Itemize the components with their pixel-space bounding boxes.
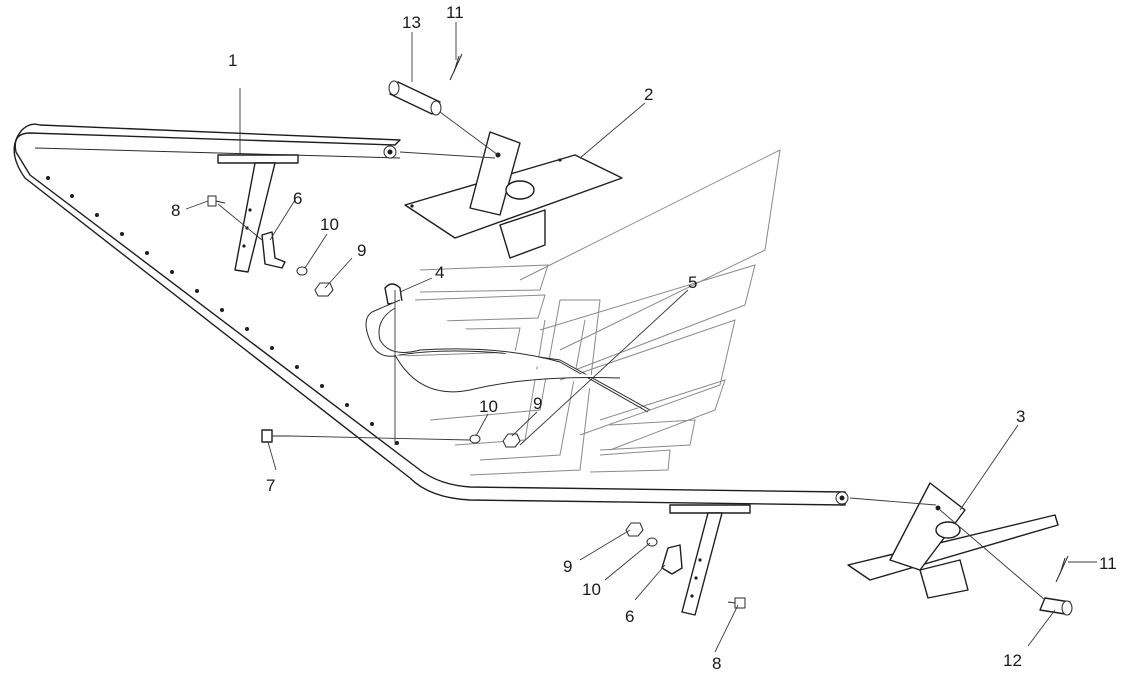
cotter-pin-lower — [1055, 555, 1069, 583]
callout-leaders — [185, 22, 1097, 653]
assembly-axis-lines — [217, 111, 1046, 601]
upper-frame-leg — [217, 154, 299, 273]
callout-labels: 1 13 11 2 8 6 10 9 4 5 10 9 7 3 9 10 6 8… — [171, 3, 1117, 673]
callout-11-upper: 11 — [446, 3, 464, 22]
callout-12: 12 — [1003, 651, 1022, 670]
callout-3: 3 — [1016, 407, 1025, 426]
callout-6-lower: 6 — [625, 607, 634, 626]
bolt-lower — [727, 597, 746, 609]
frame-mounting-holes — [46, 176, 399, 445]
lower-frame-leg — [669, 504, 751, 616]
callout-8-upper: 8 — [171, 201, 180, 220]
callout-13: 13 — [402, 13, 421, 32]
callout-2: 2 — [644, 85, 653, 104]
pivot-pin-upper — [388, 80, 442, 116]
rod-part — [365, 299, 651, 413]
nut-upper — [314, 282, 334, 297]
background-silhouette — [399, 149, 781, 476]
washer-lower — [646, 537, 658, 547]
callout-6-upper: 6 — [293, 189, 302, 208]
cotter-pin-upper — [449, 53, 463, 81]
nut-lower — [625, 522, 644, 537]
callout-7: 7 — [266, 476, 275, 495]
nut-middle — [502, 433, 521, 448]
frame-tube — [13, 123, 849, 506]
callout-9-upper: 9 — [357, 241, 366, 260]
callout-8-lower: 8 — [712, 654, 721, 673]
pivot-pin-lower — [1039, 597, 1073, 616]
callout-10-lower: 10 — [582, 580, 601, 599]
callout-5: 5 — [688, 273, 697, 292]
callout-4: 4 — [435, 263, 444, 282]
callout-10-middle: 10 — [479, 397, 498, 416]
hinge-bracket-lower — [847, 482, 1059, 599]
clamp-part — [384, 283, 403, 305]
callout-10-upper: 10 — [320, 215, 339, 234]
washer-middle — [469, 434, 481, 444]
callout-11-lower: 11 — [1099, 554, 1117, 573]
callout-9-lower: 9 — [563, 557, 572, 576]
angle-bracket-upper — [261, 231, 286, 269]
callout-1: 1 — [228, 51, 237, 70]
long-bolt — [261, 429, 471, 443]
bolt-upper — [207, 195, 226, 207]
callout-9-middle: 9 — [533, 394, 542, 413]
washer-upper — [296, 266, 308, 276]
angle-bracket-lower — [661, 544, 683, 575]
hinge-bracket-upper — [404, 131, 623, 259]
